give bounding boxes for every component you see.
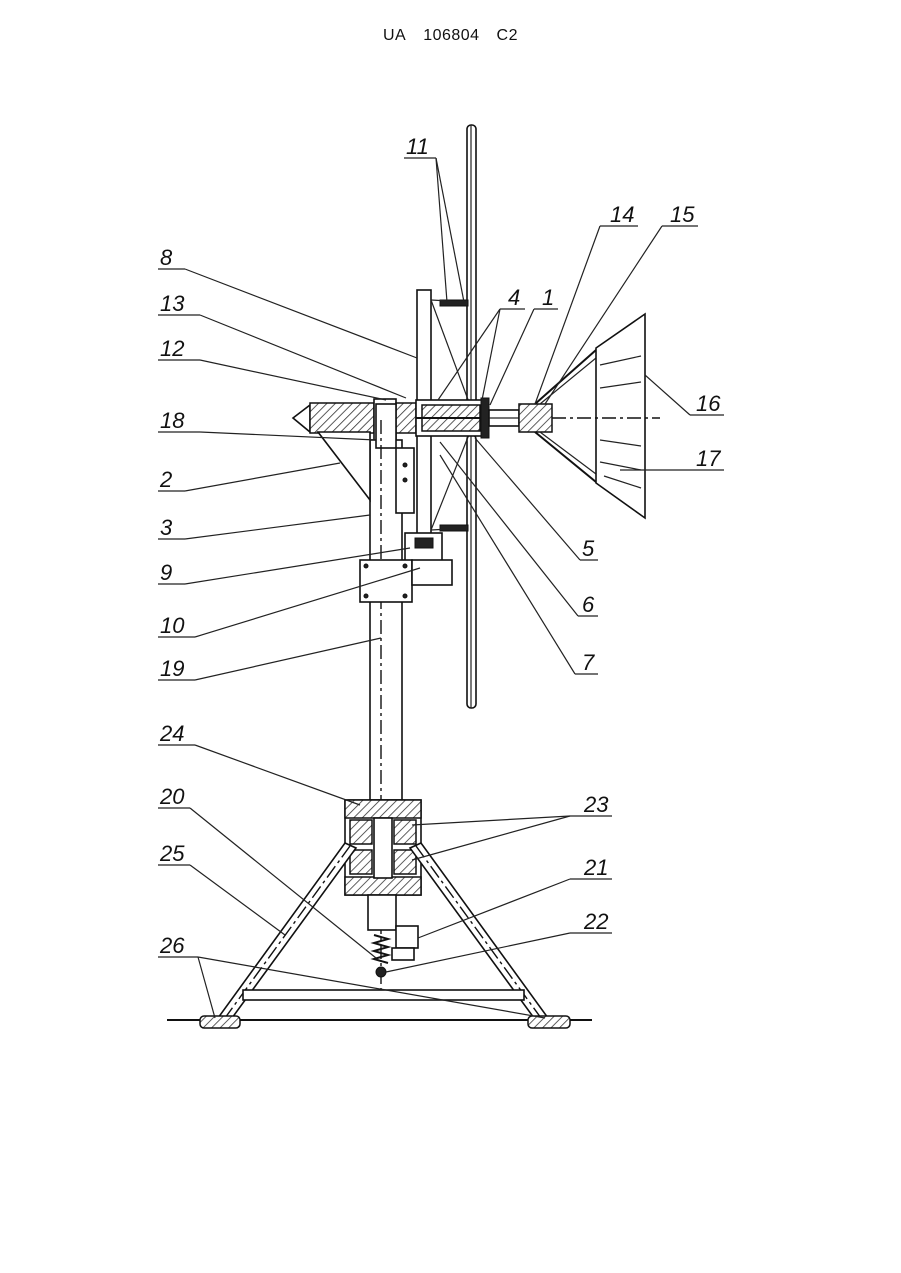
label-3: 3 — [160, 515, 173, 540]
label-23: 23 — [583, 792, 609, 817]
label-8: 8 — [160, 245, 173, 270]
tail-vane — [519, 314, 660, 518]
label-15: 15 — [670, 202, 695, 227]
rotor-blade-upper — [467, 125, 476, 410]
label-11: 11 — [406, 134, 429, 159]
rotor-blade-lower — [467, 435, 476, 708]
label-9: 9 — [160, 560, 172, 585]
label-22: 22 — [583, 909, 608, 934]
label-24: 24 — [159, 721, 184, 746]
label-25: 25 — [159, 841, 185, 866]
label-17: 17 — [696, 446, 721, 471]
label-5: 5 — [582, 536, 595, 561]
lower-shaft-spring — [368, 895, 418, 977]
label-7: 7 — [582, 650, 595, 675]
label-18: 18 — [160, 408, 185, 433]
label-2: 2 — [159, 467, 172, 492]
label-4: 4 — [508, 285, 520, 310]
label-26: 26 — [159, 933, 185, 958]
label-6: 6 — [582, 592, 595, 617]
label-13: 13 — [160, 291, 185, 316]
label-21: 21 — [583, 855, 608, 880]
label-16: 16 — [696, 391, 721, 416]
mast — [318, 404, 414, 990]
label-19: 19 — [160, 656, 184, 681]
label-14: 14 — [610, 202, 634, 227]
label-12: 12 — [160, 336, 184, 361]
label-1: 1 — [542, 285, 554, 310]
label-10: 10 — [160, 613, 185, 638]
label-20: 20 — [159, 784, 185, 809]
